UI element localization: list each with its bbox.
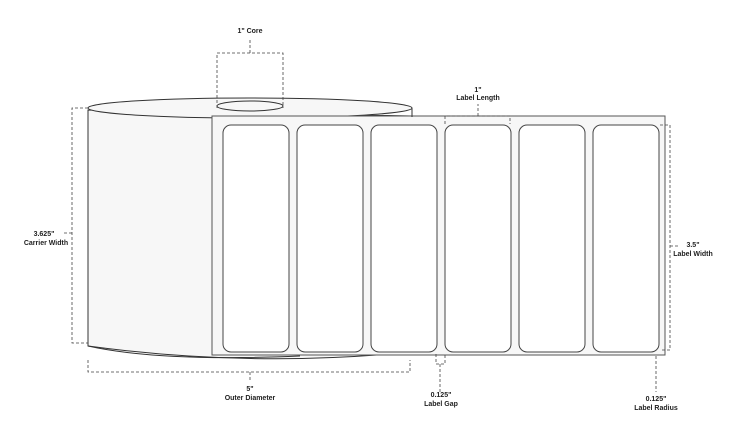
core-hole <box>216 100 284 112</box>
label <box>296 124 364 353</box>
label-length-label: Label Length <box>456 95 500 102</box>
label-radius-value: 0.125" <box>646 396 667 403</box>
label <box>592 124 660 353</box>
carrier-width-value: 3.625" <box>34 231 55 238</box>
outer-diameter-label: Outer Diameter <box>225 395 276 402</box>
labels <box>222 124 660 353</box>
label-gap-value: 0.125" <box>431 392 452 399</box>
label <box>370 124 438 353</box>
label <box>222 124 290 353</box>
label <box>444 124 512 353</box>
label-gap-label: Label Gap <box>424 401 458 408</box>
label-width-label: Label Width <box>673 251 713 258</box>
carrier-width-label: Carrier Width <box>24 240 68 247</box>
label <box>518 124 586 353</box>
outer-diameter-value: 5" <box>246 386 253 393</box>
dimension-lines <box>62 38 678 392</box>
label-width-value: 3.5" <box>686 242 699 249</box>
label-length-value: 1" <box>474 87 481 94</box>
label-radius-label: Label Radius <box>634 405 678 412</box>
roll-bottom-edge <box>87 345 301 359</box>
core-value: 1" Core <box>237 28 262 35</box>
